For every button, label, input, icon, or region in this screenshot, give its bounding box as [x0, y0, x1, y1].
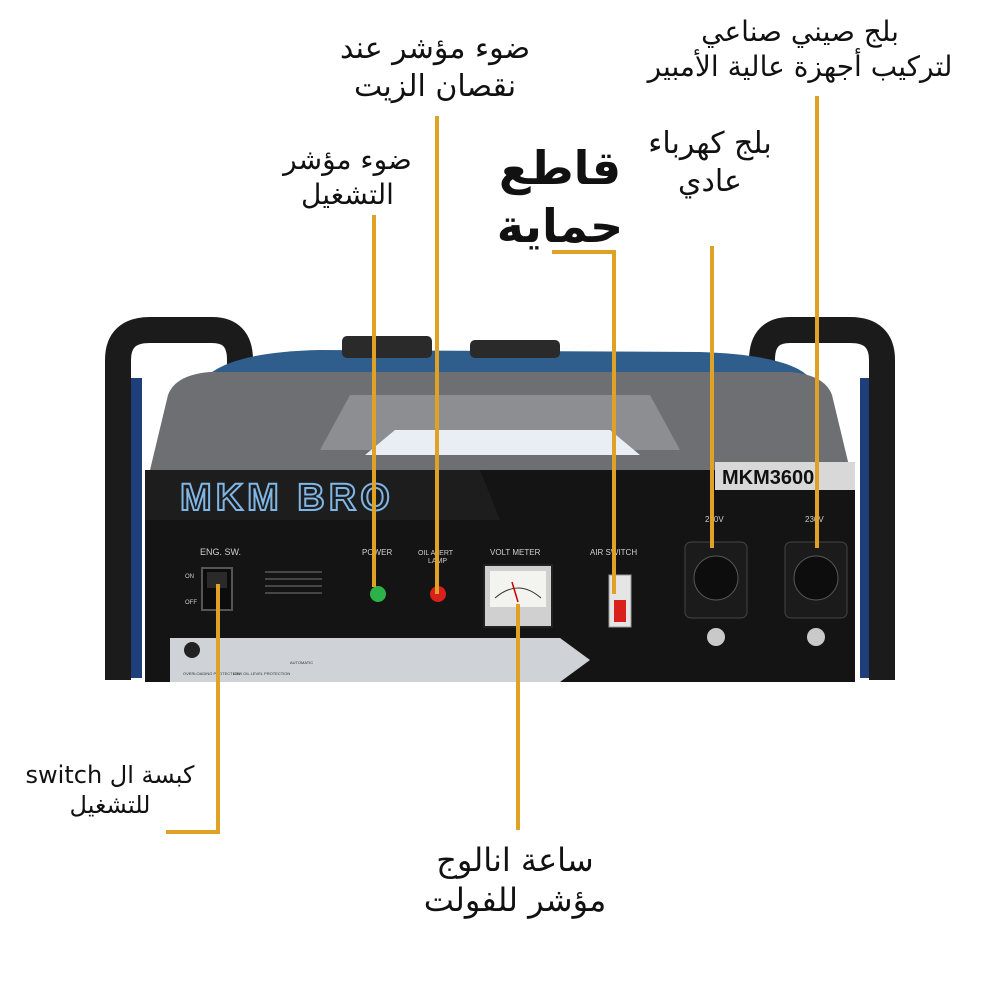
- breaker-caption-line2: حماية: [496, 198, 624, 253]
- tank-cap: [342, 336, 432, 358]
- low-oil-label: LOW OIL LEVEL PROTECTION: [233, 671, 290, 676]
- frame-handle-right: [749, 317, 895, 680]
- callout-power-vertical: [372, 215, 376, 587]
- oil-alert-caption-line2: نقصان الزيت: [353, 68, 517, 104]
- power-led: [370, 586, 386, 602]
- automatic-label: AUTOMATIC: [290, 660, 313, 665]
- callout-breaker-horizontal: [552, 250, 616, 254]
- air-switch-toggle[interactable]: [614, 600, 626, 622]
- regular-plug-caption-line1: بلج كهرباء: [648, 126, 772, 161]
- model-number: MKM3600: [722, 467, 814, 489]
- socket-2-voltage: 230V: [805, 515, 824, 524]
- engine-switch-rocker[interactable]: [207, 572, 227, 588]
- socket-2-reset[interactable]: [807, 628, 825, 646]
- overload-label: OVERLOADING PROTECTION: [183, 671, 240, 676]
- volt-meter-scale: [494, 587, 542, 599]
- socket-1-face: [693, 555, 739, 601]
- callout-switch-vertical: [216, 584, 220, 834]
- volt-meter-label: VOLT METER: [490, 548, 541, 557]
- volt-meter-needle: [511, 581, 519, 603]
- volt-meter-caption: ساعة انالوج مؤشر للفولت: [370, 840, 660, 920]
- shroud-highlight: [365, 430, 640, 455]
- switch-caption-line1: كبسة ال switch: [25, 761, 195, 789]
- eng-sw-label: ENG. SW.: [200, 547, 241, 557]
- callout-chinese-vertical: [815, 96, 819, 548]
- on-label: ON: [185, 574, 194, 580]
- volt-meter-caption-line2: مؤشر للفولت: [423, 881, 607, 919]
- switch-caption: كبسة ال switch للتشغيل: [10, 760, 210, 820]
- callout-breaker-vertical: [612, 250, 616, 594]
- socket-1-reset[interactable]: [707, 628, 725, 646]
- callout-volt-vertical: [516, 604, 520, 830]
- regular-plug-caption-line2: عادي: [678, 163, 742, 199]
- socket-2-face: [793, 555, 839, 601]
- power-label: POWER: [362, 548, 392, 557]
- power-light-caption-line1: ضوء مؤشر: [283, 143, 412, 176]
- model-badge: [715, 462, 855, 490]
- socket-1-voltage: 230V: [705, 515, 724, 524]
- breaker-caption-line1: قاطع: [498, 141, 622, 195]
- chinese-plug-caption-line2: لتركيب أجهزة عالية الأمبير: [647, 50, 953, 83]
- callout-switch-horizontal: [166, 830, 220, 834]
- callout-oil-vertical: [435, 116, 439, 594]
- breaker-caption: قاطع حماية: [485, 140, 635, 255]
- regular-plug-caption: بلج كهرباء عادي: [610, 125, 810, 200]
- callout-regular-vertical: [710, 246, 714, 548]
- chinese-plug-caption: بلج صيني صناعي لتركيب أجهزة عالية الأمبي…: [610, 14, 990, 84]
- protection-strip: [170, 638, 590, 682]
- frame-handle-left: [105, 317, 253, 680]
- brand-logo: MKM BRO: [180, 477, 394, 519]
- oil-alert-caption-line1: ضوء مؤشر عند: [339, 31, 531, 66]
- panel-upper-left: [145, 470, 500, 520]
- off-label: OFF: [185, 600, 197, 606]
- tank-vent: [470, 340, 560, 358]
- volt-meter-caption-line1: ساعة انالوج: [436, 841, 594, 879]
- ground-terminal: [184, 642, 200, 658]
- power-light-caption-line2: التشغيل: [301, 178, 394, 211]
- oil-alert-led: [430, 586, 446, 602]
- power-light-caption: ضوء مؤشر التشغيل: [255, 142, 440, 212]
- chinese-plug-caption-line1: بلج صيني صناعي: [701, 15, 899, 48]
- switch-caption-line2: للتشغيل: [69, 791, 151, 819]
- oil-alert-caption: ضوء مؤشر عند نقصان الزيت: [300, 30, 570, 105]
